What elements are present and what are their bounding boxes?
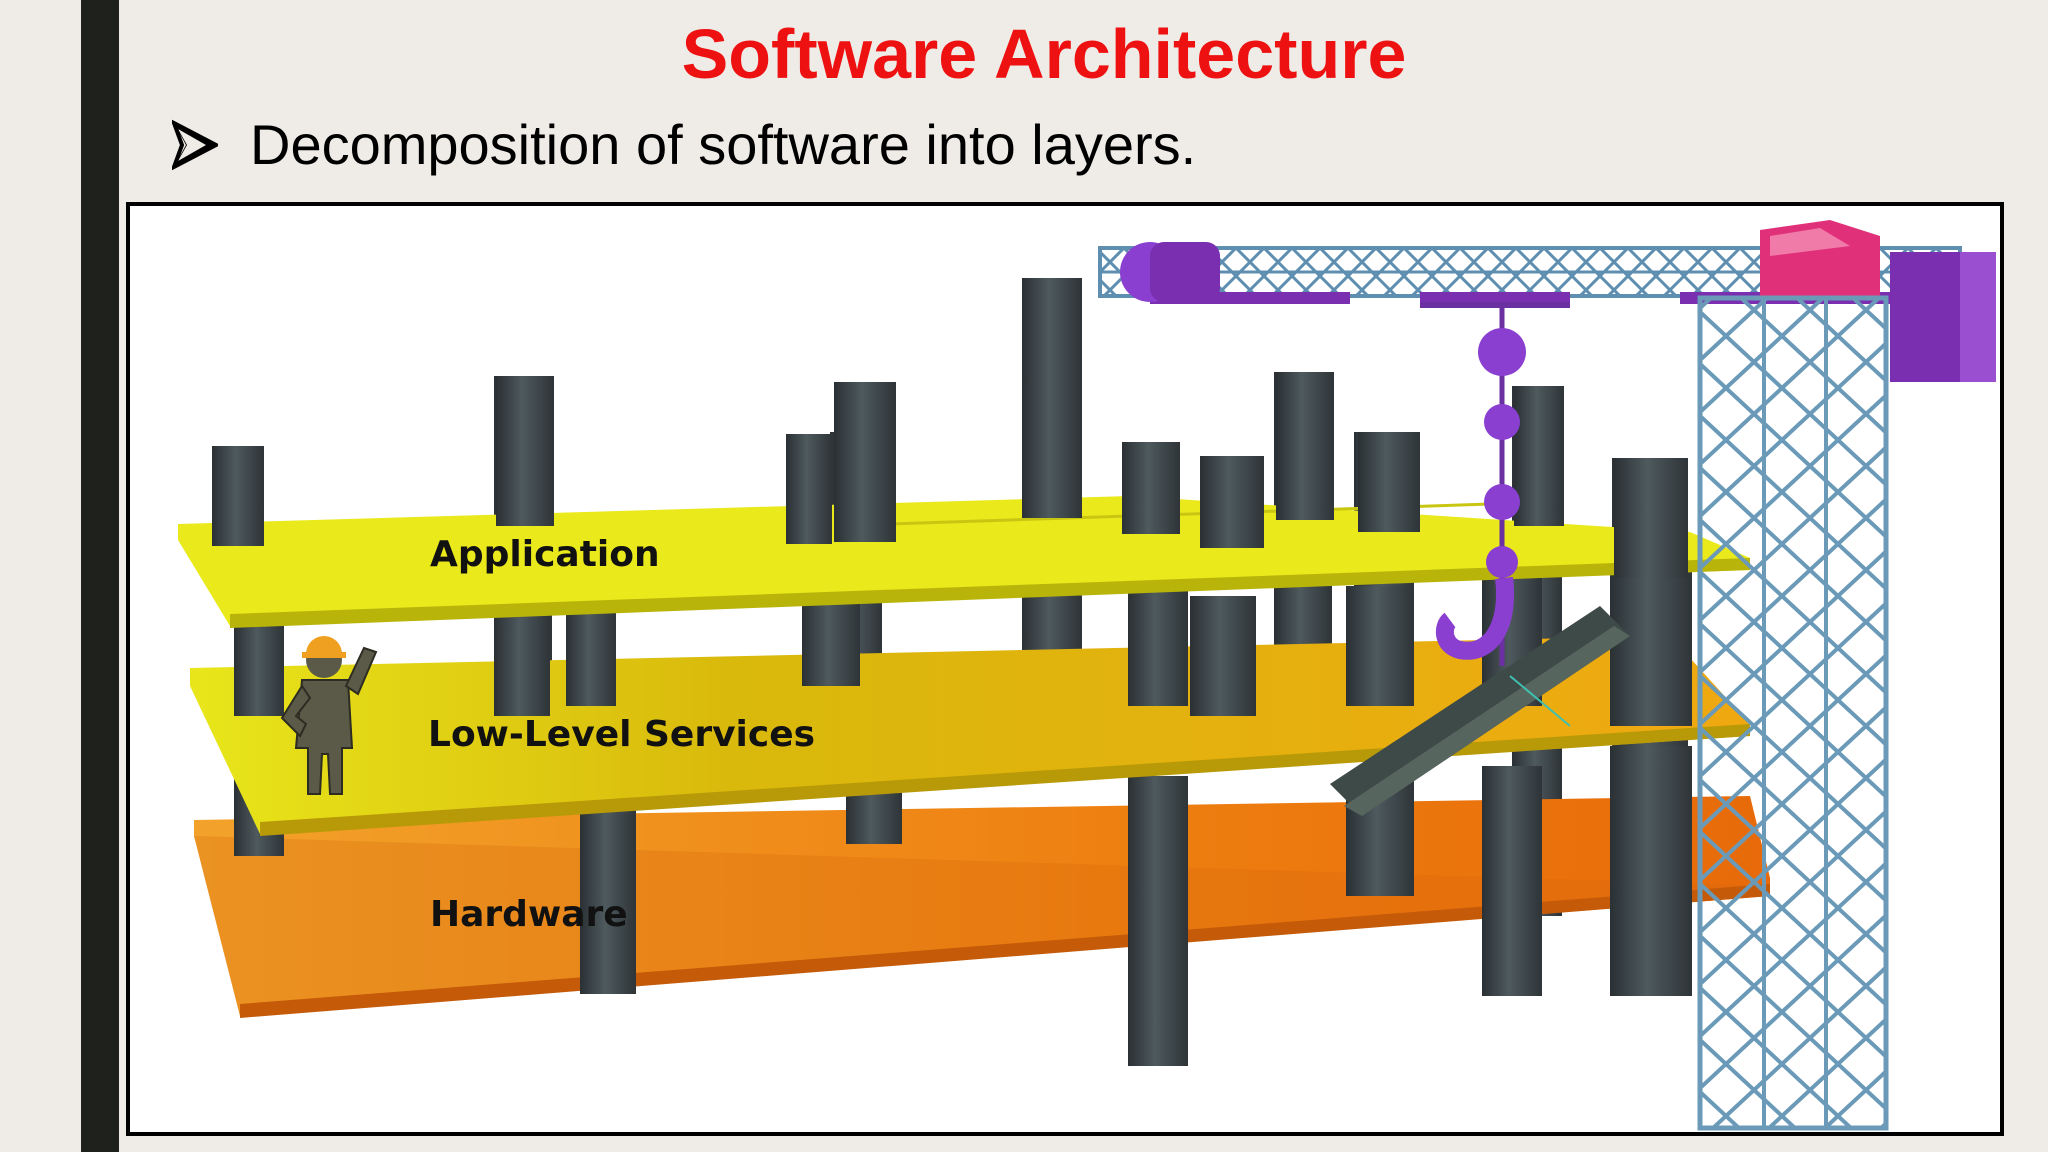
slide-side-bar (81, 0, 119, 1152)
worker-icon (280, 636, 378, 795)
layer-label-hardware: Hardware (430, 894, 628, 935)
application-slab (178, 496, 1750, 626)
slide-title: Software Architecture (681, 15, 1407, 93)
crane-icon (1098, 220, 1996, 1131)
steel-beam-icon (1330, 606, 1630, 816)
bullet-text: Decomposition of software into layers. (250, 113, 1197, 176)
architecture-figure: Application Low-Level Services Hardware (126, 202, 2004, 1136)
layers-illustration: Application Low-Level Services Hardware (130, 206, 2000, 1132)
layer-label-low-level-services: Low-Level Services (428, 714, 815, 755)
layer-label-application: Application (430, 534, 660, 575)
arrowhead-bullet-icon (172, 119, 218, 170)
hook-icon (1435, 306, 1526, 666)
bullet-item: Decomposition of software into layers. (172, 112, 1196, 177)
